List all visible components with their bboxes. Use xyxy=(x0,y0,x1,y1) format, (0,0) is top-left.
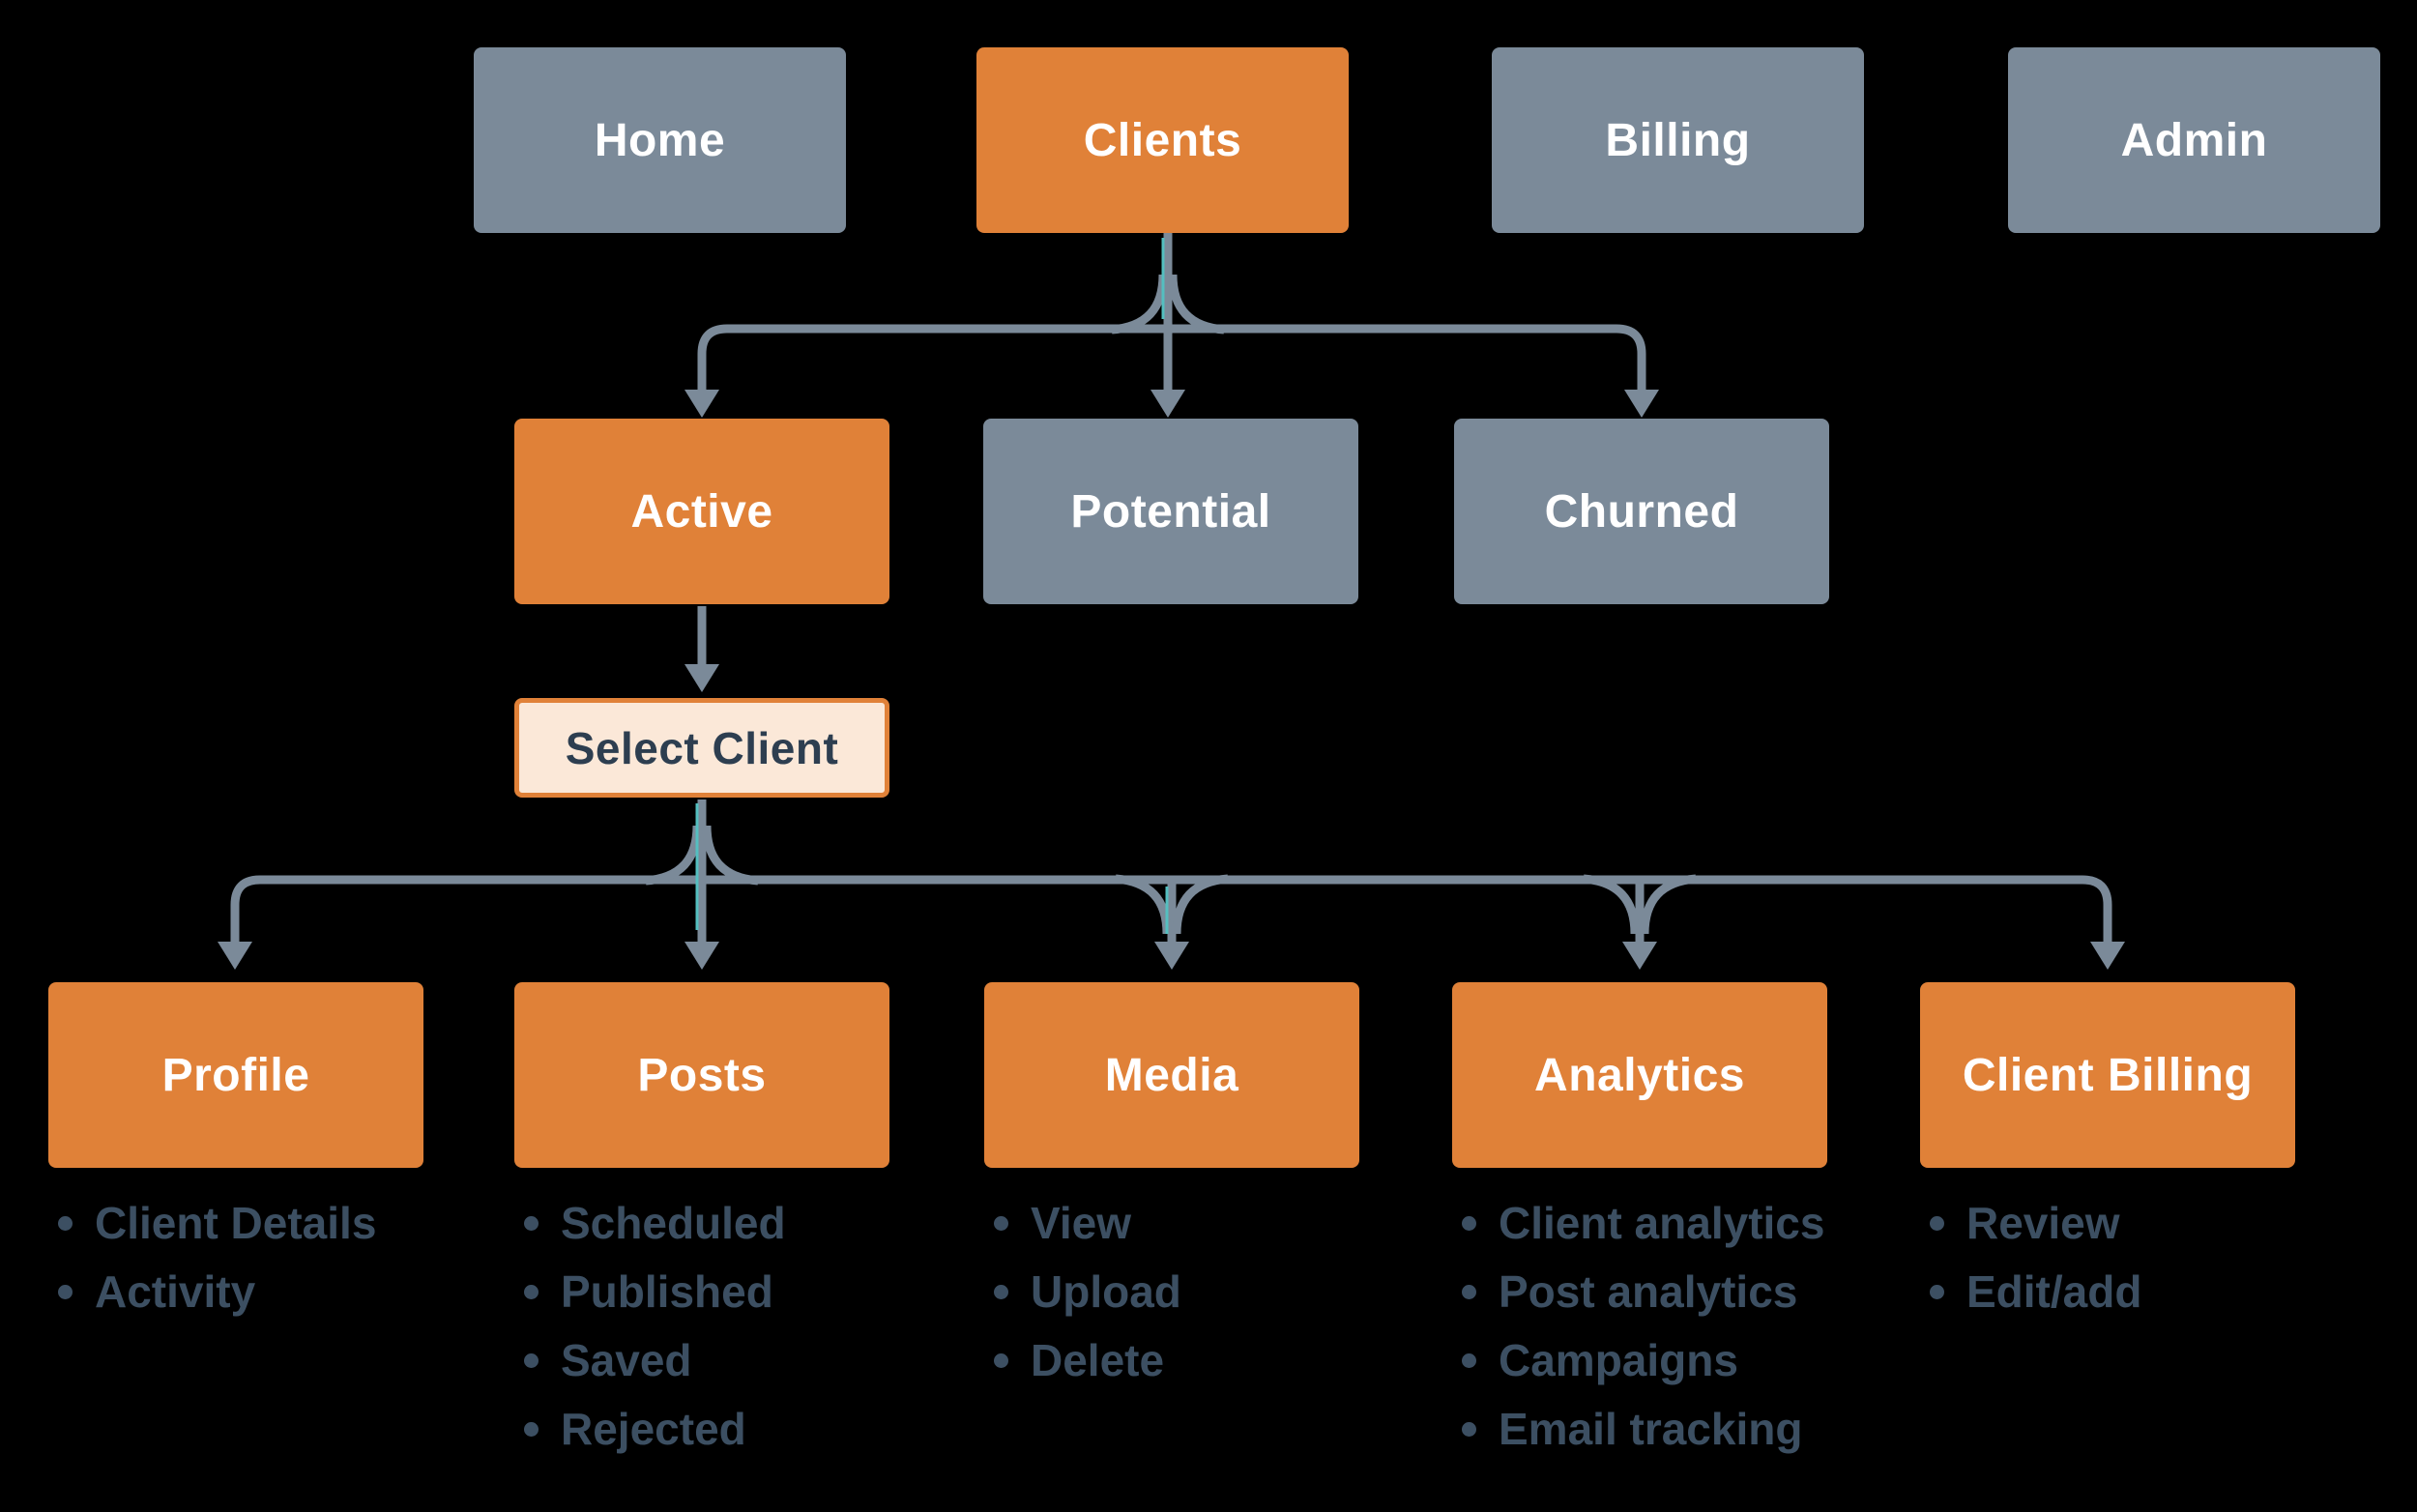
arrow-down-icon xyxy=(1150,390,1185,418)
arrow-down-icon xyxy=(684,664,719,692)
bullet-item: Upload xyxy=(992,1258,1450,1326)
bullet-list-client-billing: Review Edit/add xyxy=(1928,1189,2386,1326)
connector-flare xyxy=(702,825,759,886)
section-client-billing: Client Billing Review Edit/add xyxy=(1920,982,2386,1326)
node-admin: Admin xyxy=(2008,47,2380,233)
bullet-item: View xyxy=(992,1189,1450,1258)
node-churned: Churned xyxy=(1454,419,1829,604)
bullet-item: Rejected xyxy=(522,1395,980,1464)
node-label: Billing xyxy=(1605,114,1751,166)
node-potential: Potential xyxy=(983,419,1358,604)
arrow-down-icon xyxy=(1624,390,1659,418)
active-select-connector xyxy=(684,606,719,692)
node-analytics: Analytics xyxy=(1452,982,1827,1168)
node-client-billing: Client Billing xyxy=(1920,982,2295,1168)
node-label: Posts xyxy=(637,1049,767,1101)
node-label: Profile xyxy=(161,1049,310,1101)
connector-flare xyxy=(645,825,702,886)
node-billing: Billing xyxy=(1492,47,1864,233)
bullet-item: Email tracking xyxy=(1460,1395,1918,1464)
node-label: Admin xyxy=(2120,114,2268,166)
arrow-down-icon xyxy=(1622,942,1657,970)
connector-flare xyxy=(1583,874,1640,935)
section-media: Media View Upload Delete xyxy=(984,982,1450,1395)
arrow-down-icon xyxy=(2090,942,2125,970)
bullet-item: Delete xyxy=(992,1326,1450,1395)
node-posts: Posts xyxy=(514,982,889,1168)
node-clients: Clients xyxy=(976,47,1349,233)
bullet-list-profile: Client Details Activity xyxy=(56,1189,514,1326)
bullet-item: Saved xyxy=(522,1326,980,1395)
connector-flare xyxy=(1640,874,1697,935)
connector-flare xyxy=(1115,874,1172,935)
bullet-item: Client analytics xyxy=(1460,1189,1918,1258)
bullet-item: Activity xyxy=(56,1258,514,1326)
connector-flare xyxy=(1168,274,1225,334)
bullet-item: Client Details xyxy=(56,1189,514,1258)
node-active: Active xyxy=(514,419,889,604)
section-analytics: Analytics Client analytics Post analytic… xyxy=(1452,982,1918,1464)
bullet-item: Review xyxy=(1928,1189,2386,1258)
node-label: Home xyxy=(594,114,726,166)
bullet-list-posts: Scheduled Published Saved Rejected xyxy=(522,1189,980,1464)
clients-branch-connector xyxy=(684,233,1659,418)
section-profile: Profile Client Details Activity xyxy=(48,982,514,1326)
node-profile: Profile xyxy=(48,982,423,1168)
node-media: Media xyxy=(984,982,1359,1168)
node-home: Home xyxy=(474,47,846,233)
bullet-item: Campaigns xyxy=(1460,1326,1918,1395)
connector-bar xyxy=(697,324,1646,391)
node-label: Active xyxy=(630,485,773,538)
connector-flare xyxy=(1172,874,1229,935)
node-label: Clients xyxy=(1083,114,1242,166)
node-label: Analytics xyxy=(1534,1049,1745,1101)
node-select-client: Select Client xyxy=(514,698,889,798)
bullet-list-analytics: Client analytics Post analytics Campaign… xyxy=(1460,1189,1918,1464)
connector-flare xyxy=(1111,274,1168,334)
arrow-down-icon xyxy=(1154,942,1189,970)
bullet-item: Published xyxy=(522,1258,980,1326)
node-label: Select Client xyxy=(565,722,839,773)
node-label: Churned xyxy=(1544,485,1739,538)
bullet-item: Post analytics xyxy=(1460,1258,1918,1326)
node-label: Potential xyxy=(1070,485,1271,538)
node-label: Client Billing xyxy=(1962,1049,2254,1101)
bullet-list-media: View Upload Delete xyxy=(992,1189,1450,1395)
bullet-item: Scheduled xyxy=(522,1189,980,1258)
arrow-down-icon xyxy=(684,942,719,970)
arrow-down-icon xyxy=(218,942,252,970)
select-sections-connector xyxy=(218,800,2125,970)
node-label: Media xyxy=(1104,1049,1239,1101)
section-posts: Posts Scheduled Published Saved Rejected xyxy=(514,982,980,1464)
bullet-item: Edit/add xyxy=(1928,1258,2386,1326)
arrow-down-icon xyxy=(684,390,719,418)
